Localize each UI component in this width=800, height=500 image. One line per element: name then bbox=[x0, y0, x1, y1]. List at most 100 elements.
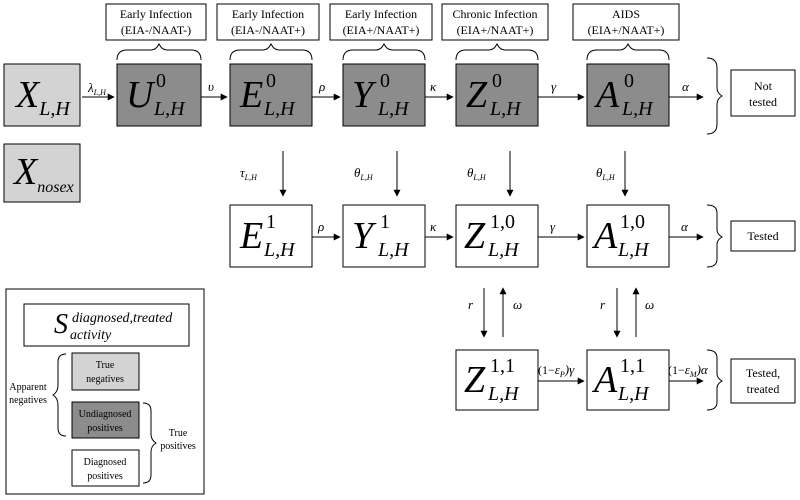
arrow-label-kappa: κ bbox=[430, 79, 437, 94]
node-sub: nosex bbox=[37, 179, 73, 196]
node-y1: Y 1 L,H bbox=[342, 204, 426, 268]
node-main: A bbox=[593, 74, 620, 116]
legend-brace-true-positives bbox=[142, 402, 157, 484]
node-a0: A 0 L,H bbox=[586, 63, 670, 127]
node-a10: A 1,0 L,H bbox=[586, 204, 670, 268]
arrow-label-lambda: λL,H bbox=[87, 80, 107, 97]
node-sup: 0 bbox=[624, 70, 634, 92]
node-main: E bbox=[239, 74, 263, 116]
node-sub: L,H bbox=[617, 383, 650, 405]
stage-label-line2: (EIA+/NAAT+) bbox=[343, 23, 420, 37]
stage-label-line1: AIDS bbox=[612, 7, 640, 21]
node-sub: L,H bbox=[617, 239, 650, 261]
node-sub: L,H bbox=[377, 98, 410, 120]
legend-s-label: S bbox=[54, 309, 68, 340]
arrow-label-gamma-2: γ bbox=[550, 219, 556, 234]
arrow-label-r-z: r bbox=[468, 297, 474, 312]
brace-not-tested bbox=[706, 57, 723, 135]
node-sup: 1 bbox=[380, 211, 390, 233]
arrow-label-eps-p: (1−εP)γ bbox=[538, 362, 575, 379]
legend-undiagnosed-line1: Undiagnosed bbox=[79, 409, 132, 420]
svg-text:A: A bbox=[593, 74, 620, 116]
node-sup: 0 bbox=[156, 70, 166, 92]
legend-s-sub: activity bbox=[70, 328, 112, 343]
brace-tested-treated bbox=[706, 349, 723, 411]
outcome-line2: treated bbox=[747, 382, 780, 396]
node-sub: L,H bbox=[621, 98, 654, 120]
arrow-label-r-a: r bbox=[600, 297, 606, 312]
legend-brace-apparent bbox=[52, 353, 67, 437]
node-sub: L,H bbox=[377, 239, 410, 261]
node-z11: Z 1,1 L,H bbox=[455, 349, 539, 411]
node-sub: L,H bbox=[487, 239, 520, 261]
stage-label-line2: (EIA-/NAAT+) bbox=[231, 23, 305, 37]
arrow-label-eps-m: (1−εM)α bbox=[668, 362, 709, 379]
legend-diagnosed-line2: positives bbox=[87, 471, 123, 482]
node-sup: 0 bbox=[266, 70, 276, 92]
svg-text:U: U bbox=[126, 74, 156, 116]
svg-text:Xnosex: Xnosex bbox=[12, 151, 74, 196]
arrow-label-omega-a: ω bbox=[645, 297, 654, 312]
arrow-label-tau: τL,H bbox=[240, 165, 258, 182]
node-x-nosex: Xnosex bbox=[3, 143, 81, 203]
arrow-label-theta-z: θL,H bbox=[467, 165, 487, 182]
node-sub: L,H bbox=[263, 98, 296, 120]
stage-header-chronic: Chronic Infection (EIA+/NAAT+) bbox=[441, 3, 549, 41]
arrow-label-upsilon: υ bbox=[208, 79, 214, 94]
stage-label-line2: (EIA+/NAAT+) bbox=[457, 23, 534, 37]
legend-s-box bbox=[23, 303, 190, 347]
svg-text:Y: Y bbox=[352, 74, 377, 116]
node-z0: Z 0 L,H bbox=[455, 63, 539, 127]
legend-s-sup: diagnosed,treated bbox=[72, 311, 173, 326]
svg-text:A: A bbox=[591, 215, 618, 257]
node-u0: U 0 L,H bbox=[116, 63, 202, 127]
node-sup: 1,1 bbox=[620, 355, 645, 377]
outcome-line1: Tested, bbox=[746, 366, 780, 380]
legend-diagnosed-box bbox=[71, 449, 140, 487]
brace-aids bbox=[586, 42, 670, 61]
node-sub: L,H bbox=[487, 383, 520, 405]
node-z10: Z 1,0 L,H bbox=[455, 204, 539, 268]
brace-early-2 bbox=[229, 42, 313, 61]
legend-true-negatives-box bbox=[71, 352, 140, 391]
stage-label-line1: Chronic Infection bbox=[453, 7, 538, 21]
node-main: A bbox=[591, 359, 618, 401]
node-sup: 1,1 bbox=[490, 355, 515, 377]
node-sub: L,H bbox=[263, 239, 296, 261]
node-sub: L,H bbox=[38, 98, 71, 120]
node-main: Y bbox=[352, 74, 377, 116]
stage-label-line1: Early Infection bbox=[345, 7, 417, 21]
node-sup: 1,0 bbox=[490, 211, 515, 233]
arrow-label-alpha-2: α bbox=[681, 219, 689, 234]
node-e0: E 0 L,H bbox=[229, 63, 313, 127]
node-y0: Y 0 L,H bbox=[342, 63, 426, 127]
arrow-label-alpha: α bbox=[682, 79, 690, 94]
svg-text:Z: Z bbox=[464, 215, 486, 257]
node-main: X bbox=[12, 151, 39, 193]
legend-true-negatives-line2: negatives bbox=[86, 374, 124, 385]
stage-label-line2: (EIA+/NAAT+) bbox=[588, 23, 665, 37]
legend-apparent-line2: negatives bbox=[9, 395, 47, 406]
node-main: A bbox=[591, 215, 618, 257]
stage-header-aids: AIDS (EIA+/NAAT+) bbox=[572, 3, 680, 41]
stage-label-line1: Early Infection bbox=[120, 7, 192, 21]
svg-text:Z: Z bbox=[464, 359, 486, 401]
node-sub: L,H bbox=[489, 98, 522, 120]
stage-label-line2: (EIA-/NAAT-) bbox=[121, 23, 191, 37]
node-e1: E 1 L,H bbox=[229, 204, 313, 268]
node-main: Y bbox=[352, 215, 377, 257]
node-main: X bbox=[14, 74, 41, 116]
node-x-lh: XL,H bbox=[3, 63, 81, 127]
legend-apparent-line1: Apparent bbox=[9, 382, 46, 393]
outcome-not-tested: Not tested bbox=[730, 69, 796, 117]
outcome-tested-treated: Tested, treated bbox=[730, 358, 796, 404]
brace-chronic bbox=[455, 42, 539, 61]
stage-label-line1: Early Infection bbox=[232, 7, 304, 21]
svg-text:E: E bbox=[239, 215, 263, 257]
node-main: E bbox=[239, 215, 263, 257]
legend-true-positives-line2: positives bbox=[160, 441, 196, 452]
legend-diagnosed-line1: Diagnosed bbox=[84, 457, 127, 468]
node-sup: 1,0 bbox=[620, 211, 645, 233]
brace-early-1 bbox=[116, 42, 202, 61]
node-main: U bbox=[126, 74, 156, 116]
